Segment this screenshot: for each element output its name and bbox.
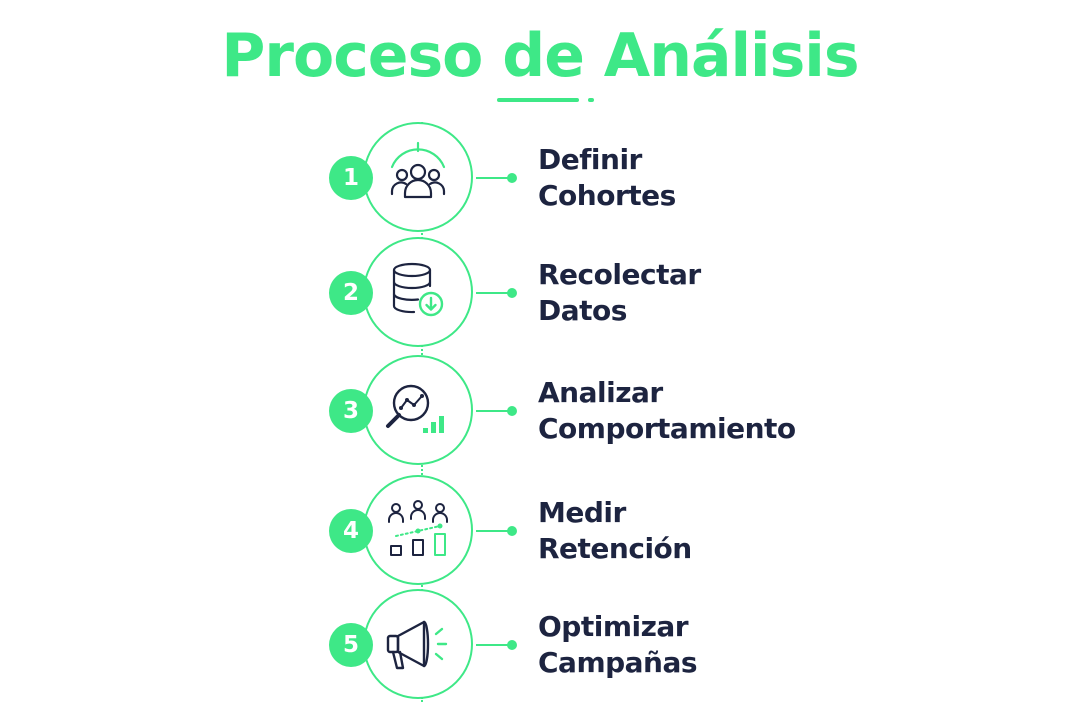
step-5-icon-ring — [363, 589, 473, 699]
step-2-label-line2: Datos — [538, 294, 627, 327]
step-1-label-line1: Definir — [538, 143, 642, 176]
step-5-number-badge: 5 — [329, 623, 373, 667]
step-3-connector-dot — [507, 406, 517, 416]
step-1-connector — [476, 177, 510, 179]
step-3: 3 Analizar Comportamiento — [0, 355, 1080, 471]
step-5: 5 Optimizar Campañas — [0, 589, 1080, 705]
step-4-connector — [476, 530, 510, 532]
step-3-connector — [476, 410, 510, 412]
step-2: 2 Recolectar Datos — [0, 237, 1080, 353]
people-group-icon — [390, 141, 446, 199]
step-5-connector — [476, 644, 510, 646]
step-3-label: Analizar Comportamiento — [538, 375, 796, 447]
page-title: Proceso de Análisis — [221, 21, 859, 91]
step-5-label-line1: Optimizar — [538, 610, 689, 643]
title-underline-dot — [588, 98, 594, 102]
step-4-icon-ring — [363, 475, 473, 585]
title-underline — [497, 98, 579, 102]
users-bar-chart-icon — [388, 500, 448, 556]
step-5-label-line2: Campañas — [538, 646, 698, 679]
step-4-connector-dot — [507, 526, 517, 536]
step-4-label-line2: Retención — [538, 532, 692, 565]
step-2-connector — [476, 292, 510, 294]
step-1: 1 Definir Cohortes — [0, 122, 1080, 238]
database-download-icon — [392, 262, 444, 317]
step-2-label-line1: Recolectar — [538, 258, 701, 291]
step-1-label-line2: Cohortes — [538, 179, 676, 212]
step-3-number-badge: 3 — [329, 389, 373, 433]
step-1-label: Definir Cohortes — [538, 142, 676, 214]
step-5-connector-dot — [507, 640, 517, 650]
step-2-connector-dot — [507, 288, 517, 298]
step-4: 4 Medir Retención — [0, 475, 1080, 591]
step-1-icon-ring — [363, 122, 473, 232]
step-3-label-line1: Analizar — [538, 376, 663, 409]
step-3-label-line2: Comportamiento — [538, 412, 796, 445]
megaphone-icon — [386, 620, 448, 670]
step-2-number-badge: 2 — [329, 271, 373, 315]
step-4-label-line1: Medir — [538, 496, 626, 529]
step-2-label: Recolectar Datos — [538, 257, 701, 329]
step-5-label: Optimizar Campañas — [538, 609, 698, 681]
magnifier-chart-icon — [386, 384, 444, 433]
step-4-number-badge: 4 — [329, 509, 373, 553]
step-4-label: Medir Retención — [538, 495, 692, 567]
step-1-connector-dot — [507, 173, 517, 183]
step-2-icon-ring — [363, 237, 473, 347]
step-1-number-badge: 1 — [329, 156, 373, 200]
step-3-icon-ring — [363, 355, 473, 465]
